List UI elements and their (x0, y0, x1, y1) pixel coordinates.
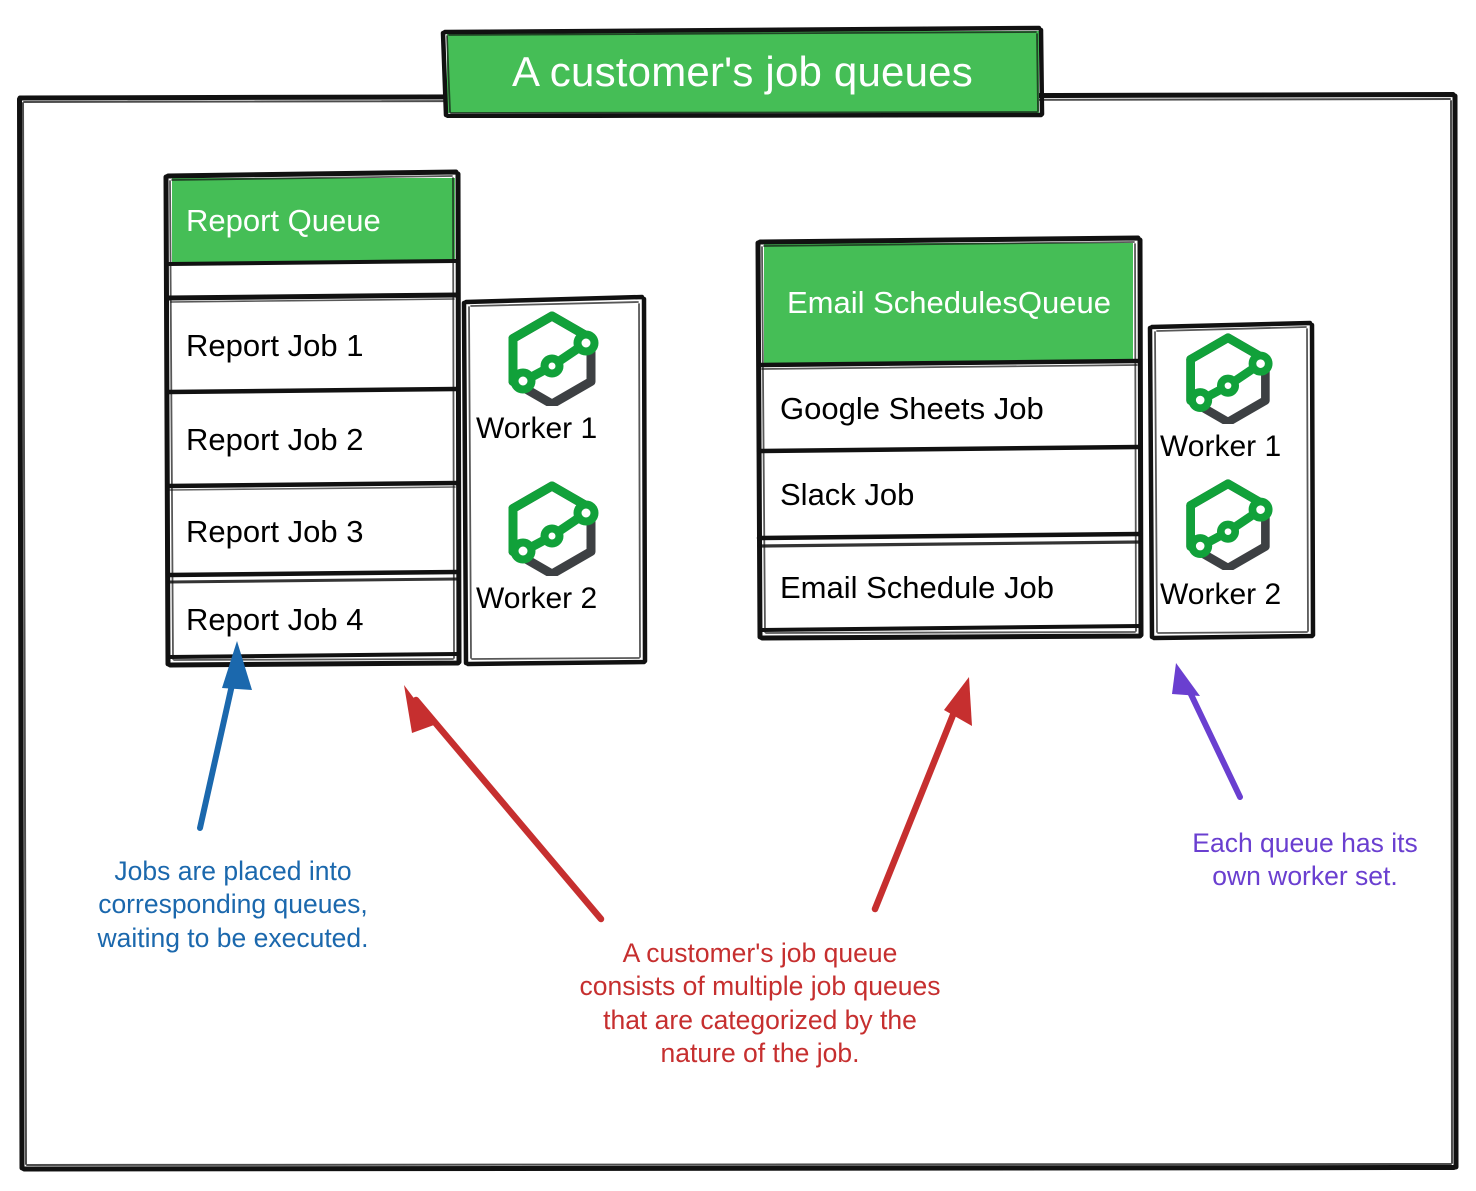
worker-label-email-2: Worker 2 (1160, 578, 1282, 611)
email-queue-header-line2: Queue (1017, 285, 1111, 321)
hexagon-node-graph-icon (502, 480, 602, 581)
worker-label-report-1: Worker 1 (476, 412, 598, 445)
report-queue-outline (163, 169, 462, 668)
email-queue-header-line1: Email Schedules (787, 285, 1018, 321)
email-queue-header-fill (764, 243, 1133, 363)
queue-composition-note: A customer's job queue consists of multi… (579, 938, 941, 1069)
report-worker-box-outline (461, 294, 648, 667)
worker-set-note: Each queue has its own worker set. (1192, 828, 1418, 892)
job-row-report-job-2[interactable]: Report Job 2 (186, 422, 364, 457)
job-row-report-job-3[interactable]: Report Job 3 (186, 514, 364, 549)
title-banner-outline (440, 25, 1045, 118)
job-row-report-job-1[interactable]: Report Job 1 (186, 328, 364, 363)
hexagon-node-graph-icon (1180, 478, 1276, 575)
hexagon-node-graph-icon (502, 310, 602, 411)
report-queue-card: Report Queue Report Job 1 Report Job 2 R… (163, 169, 462, 668)
report-queue-header-label: Report Queue (186, 202, 381, 238)
email-worker-box-outline (1147, 320, 1316, 641)
hexagon-node-graph-icon (1180, 332, 1276, 429)
job-row-google-sheets-job[interactable]: Google Sheets Job (780, 391, 1044, 426)
worker-label-email-1: Worker 1 (1160, 430, 1282, 463)
title-banner-fill (447, 31, 1039, 113)
job-row-slack-job[interactable]: Slack Job (780, 477, 915, 512)
diagram-title-banner: A customer's job queues (440, 25, 1045, 118)
page-title: A customer's job queues (512, 47, 973, 95)
email-queue-outline (755, 235, 1144, 641)
report-queue-header-fill (172, 178, 455, 263)
job-row-email-schedule-job[interactable]: Email Schedule Job (780, 570, 1054, 605)
report-queue-worker-set: Worker 1 Worker 2 (461, 294, 648, 667)
worker-label-report-2: Worker 2 (476, 582, 598, 615)
jobs-placed-note: Jobs are placed into corresponding queue… (97, 856, 369, 953)
email-queue-worker-set: Worker 1 Worker 2 (1147, 320, 1316, 641)
job-row-report-job-4[interactable]: Report Job 4 (186, 602, 364, 637)
